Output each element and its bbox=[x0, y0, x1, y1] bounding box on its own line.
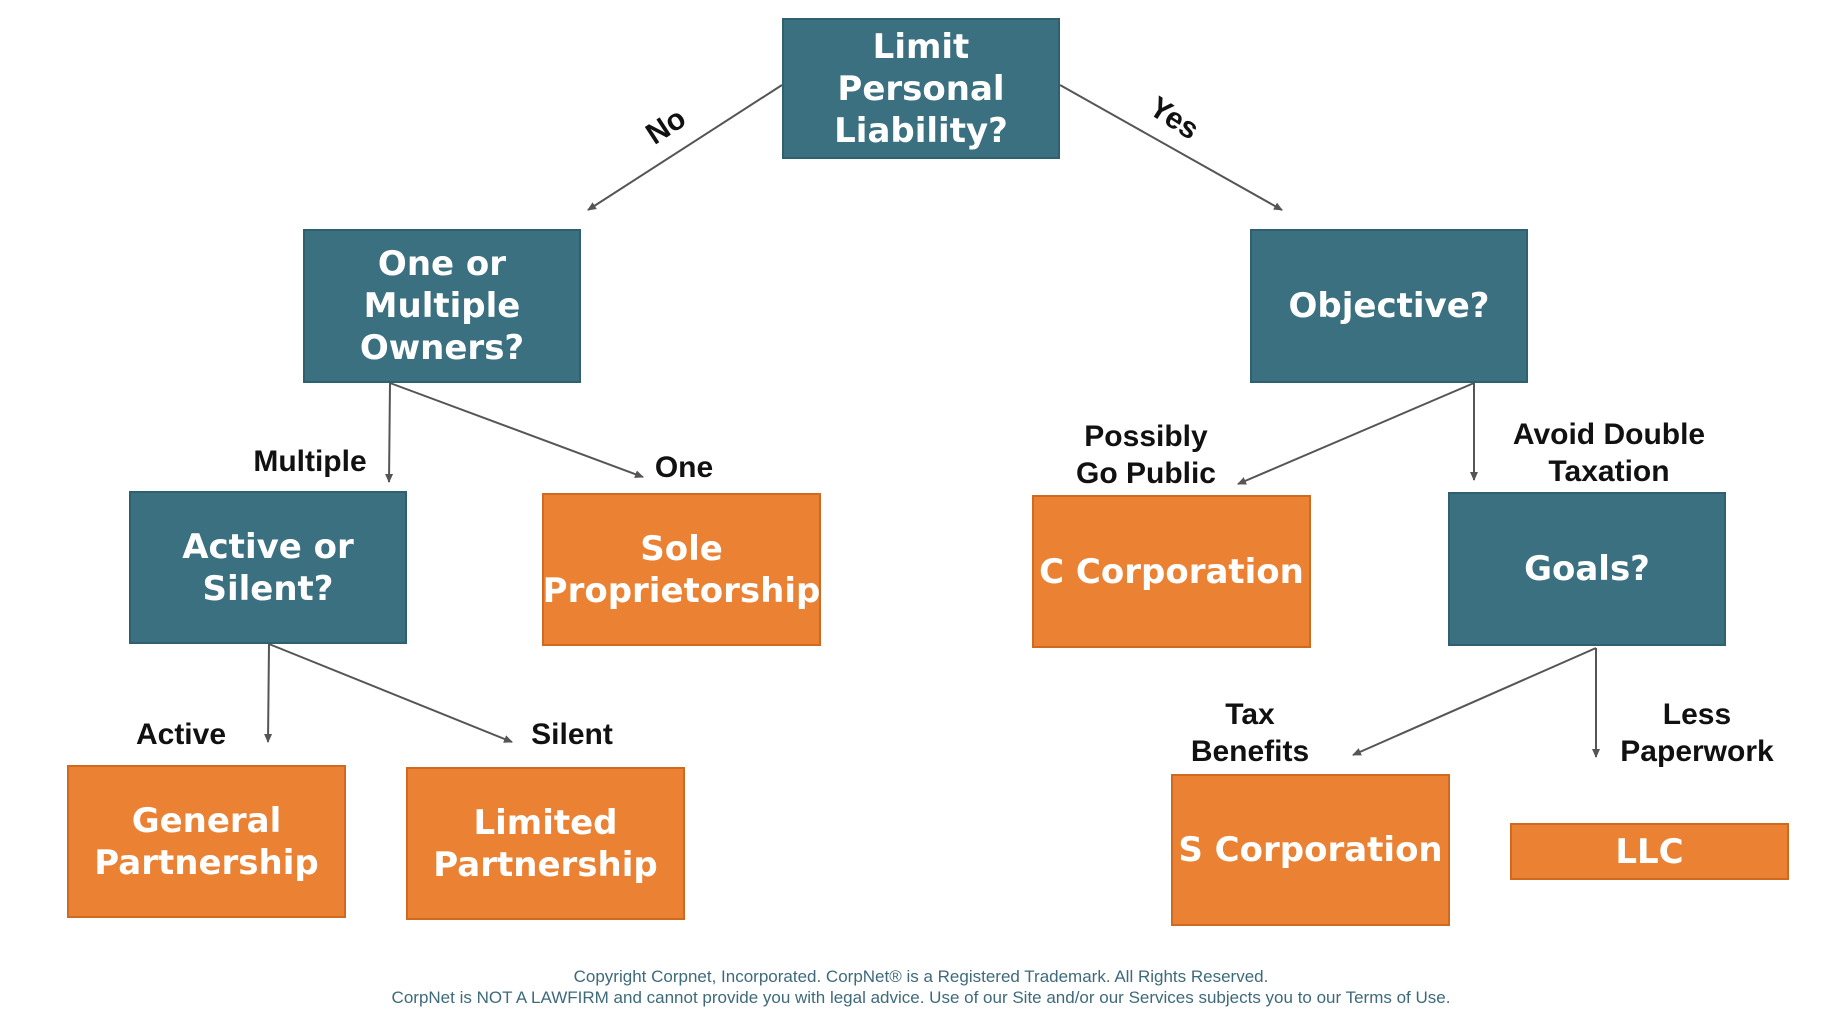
node-sole-proprietorship: Sole Proprietorship bbox=[542, 493, 821, 646]
label-active: Active bbox=[135, 718, 227, 751]
node-s-corporation: S Corporation bbox=[1171, 774, 1450, 926]
node-goals: Goals? bbox=[1448, 492, 1726, 646]
edge-go-public bbox=[1237, 382, 1475, 485]
node-active-silent: Active or Silent? bbox=[129, 491, 407, 644]
label-one: One bbox=[654, 451, 714, 484]
edge-active bbox=[264, 643, 273, 743]
edge-yes bbox=[1059, 84, 1283, 211]
node-general-partnership: General Partnership bbox=[67, 765, 346, 918]
node-c-corporation: C Corporation bbox=[1032, 495, 1311, 648]
node-limit-liability: Limit Personal Liability? bbox=[782, 18, 1060, 159]
label-multiple: Multiple bbox=[253, 445, 367, 478]
edge-one bbox=[389, 382, 644, 478]
node-owners: One or Multiple Owners? bbox=[303, 229, 581, 383]
label-tax-benefits: Tax Benefits bbox=[1190, 698, 1310, 768]
edge-multiple bbox=[385, 382, 394, 483]
node-llc: LLC bbox=[1510, 823, 1789, 880]
label-go-public: Possibly Go Public bbox=[1075, 420, 1216, 490]
label-silent: Silent bbox=[531, 718, 613, 751]
footer-copyright: Copyright Corpnet, Incorporated. CorpNet… bbox=[573, 967, 1269, 986]
edge-tax-benefits bbox=[1352, 647, 1597, 756]
label-less-paperwork: Less Paperwork bbox=[1620, 698, 1774, 768]
footer-disclaimer: CorpNet is NOT A LAWFIRM and cannot prov… bbox=[391, 988, 1451, 1007]
node-limited-partnership: Limited Partnership bbox=[406, 767, 685, 920]
node-objective: Objective? bbox=[1250, 229, 1528, 383]
edge-silent bbox=[268, 643, 513, 743]
edge-no bbox=[587, 84, 783, 211]
label-avoid-double-taxation: Avoid Double Taxation bbox=[1512, 418, 1706, 488]
